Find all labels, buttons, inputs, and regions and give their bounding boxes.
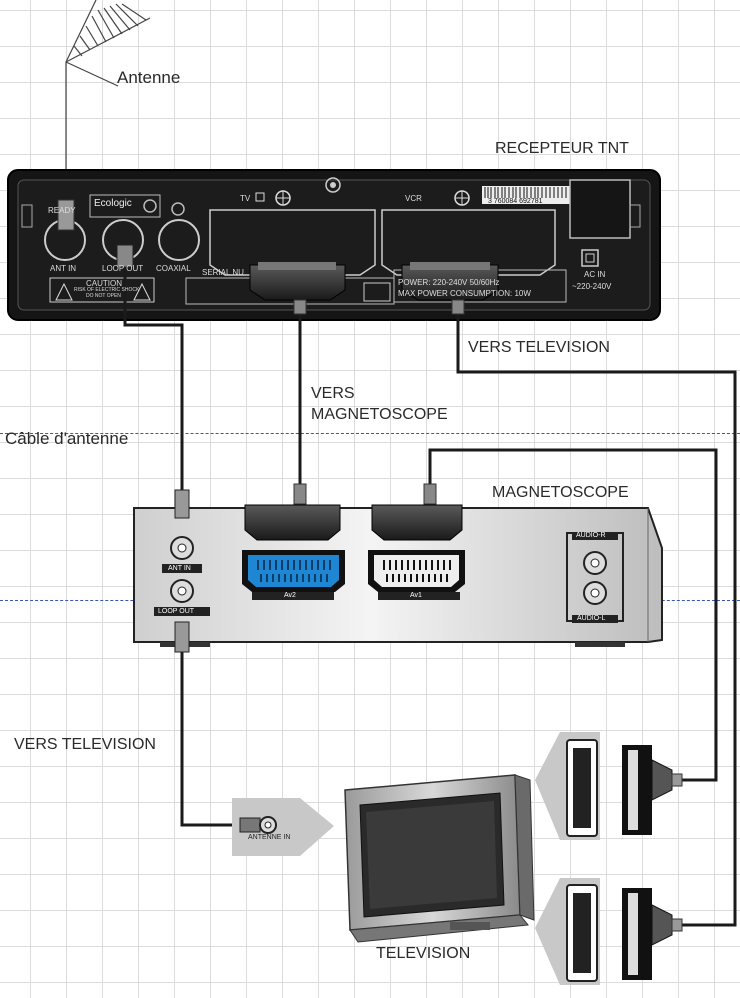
vcr-scart-plug-av1	[371, 483, 463, 541]
receiver-ac-in-label: AC IN	[584, 270, 606, 279]
to-vcr-label-line1: VERS	[311, 385, 355, 402]
receiver-serial-label: SERIAL NU	[202, 268, 244, 277]
vcr-antenna-plug	[174, 489, 190, 519]
to-vcr-label-line2: MAGNETOSCOPE	[311, 406, 448, 423]
receiver-power-line2: MAX POWER CONSUMPTION: 10W	[398, 289, 531, 298]
receiver-barcode-label: 3 760084 692781	[488, 198, 543, 205]
receiver-coaxial-label: COAXIAL	[156, 264, 191, 273]
receiver-ant-in-label: ANT IN	[50, 264, 77, 273]
antenna-label: Antenne	[117, 68, 181, 87]
vcr-loop-plug	[174, 621, 190, 653]
receiver-loop-plug	[116, 244, 134, 268]
receiver-scart-plug-tv	[249, 262, 346, 315]
vcr-scart-plug-av2	[244, 483, 341, 541]
to-tv-left-label: VERS TELEVISION	[14, 736, 156, 753]
television-label: TELEVISION	[376, 945, 471, 962]
tv-antenna-in-panel	[232, 798, 334, 856]
receiver-tv-label: TV	[240, 194, 251, 203]
receiver-loop-out-label: LOOP OUT	[102, 264, 144, 273]
receiver-label: RECEPTEUR TNT	[495, 140, 629, 157]
receiver-brand-label: Ecologic	[94, 198, 132, 209]
antenna-cable-label: Câble d'antenne	[5, 429, 129, 448]
antenne-in-label: ANTENNE IN	[248, 834, 291, 841]
receiver-scart-plug-vcr	[401, 262, 499, 315]
vcr-audio-l-label: AUDIO-L	[577, 615, 606, 622]
receiver-ac-range-label: ~220-240V	[572, 282, 612, 291]
vcr-av2-label: Av2	[284, 592, 296, 599]
vcr-audio-r-label: AUDIO-R	[576, 532, 606, 539]
receiver-caution-label: CAUTION	[86, 279, 122, 288]
tv-scart-upper	[535, 732, 683, 840]
to-tv-top-label: VERS TELEVISION	[468, 339, 610, 356]
receiver-antenna-plug	[57, 199, 75, 231]
vcr-label: MAGNETOSCOPE	[492, 484, 629, 501]
vcr-box	[133, 507, 663, 647]
cables	[64, 215, 737, 927]
tv-scart-lower	[535, 878, 683, 985]
receiver-caution-sub2: DO NOT OPEN	[86, 293, 121, 299]
vcr-ant-in-label: ANT IN	[168, 565, 191, 572]
guide-line-upper	[0, 433, 740, 434]
television-icon	[344, 774, 535, 943]
receiver-ready-label: READY	[48, 206, 76, 215]
receiver-power-line1: POWER: 220-240V 50/60Hz	[398, 278, 500, 287]
receiver-caution-sub1: RISK OF ELECTRIC SHOCK	[74, 287, 140, 293]
receiver-vcr-label: VCR	[405, 194, 422, 203]
vcr-loop-out-label: LOOP OUT	[158, 608, 195, 615]
vcr-av1-label: Av1	[410, 592, 422, 599]
